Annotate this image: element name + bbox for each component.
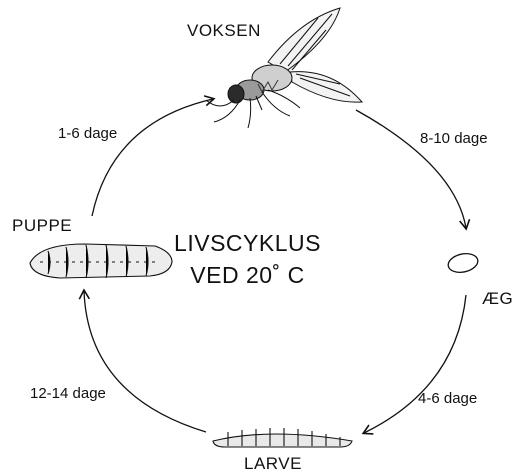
duration-adult-to-egg: 8-10 dage bbox=[420, 130, 488, 147]
arrow-pupa-to-adult bbox=[92, 99, 213, 216]
duration-larva-to-pupa: 12-14 dage bbox=[30, 385, 106, 402]
stage-label-adult: VOKSEN bbox=[187, 21, 261, 41]
arrow-larva-to-pupa bbox=[84, 291, 206, 432]
duration-egg-to-larva: 4-6 dage bbox=[418, 390, 477, 407]
egg-icon bbox=[446, 251, 479, 275]
pupa-icon bbox=[30, 244, 172, 278]
diagram-title-line-2: VED 20˚ C bbox=[160, 262, 335, 289]
stage-label-larva: LARVE bbox=[244, 454, 302, 474]
larva-icon bbox=[213, 428, 352, 447]
diagram-title-line-1: LIVSCYKLUS bbox=[160, 230, 335, 257]
stage-label-pupa: PUPPE bbox=[12, 216, 72, 236]
arrow-adult-to-egg bbox=[356, 110, 466, 228]
stage-label-egg: ÆG bbox=[482, 289, 513, 309]
duration-pupa-to-adult: 1-6 dage bbox=[58, 125, 117, 142]
arrow-egg-to-larva bbox=[364, 295, 466, 433]
